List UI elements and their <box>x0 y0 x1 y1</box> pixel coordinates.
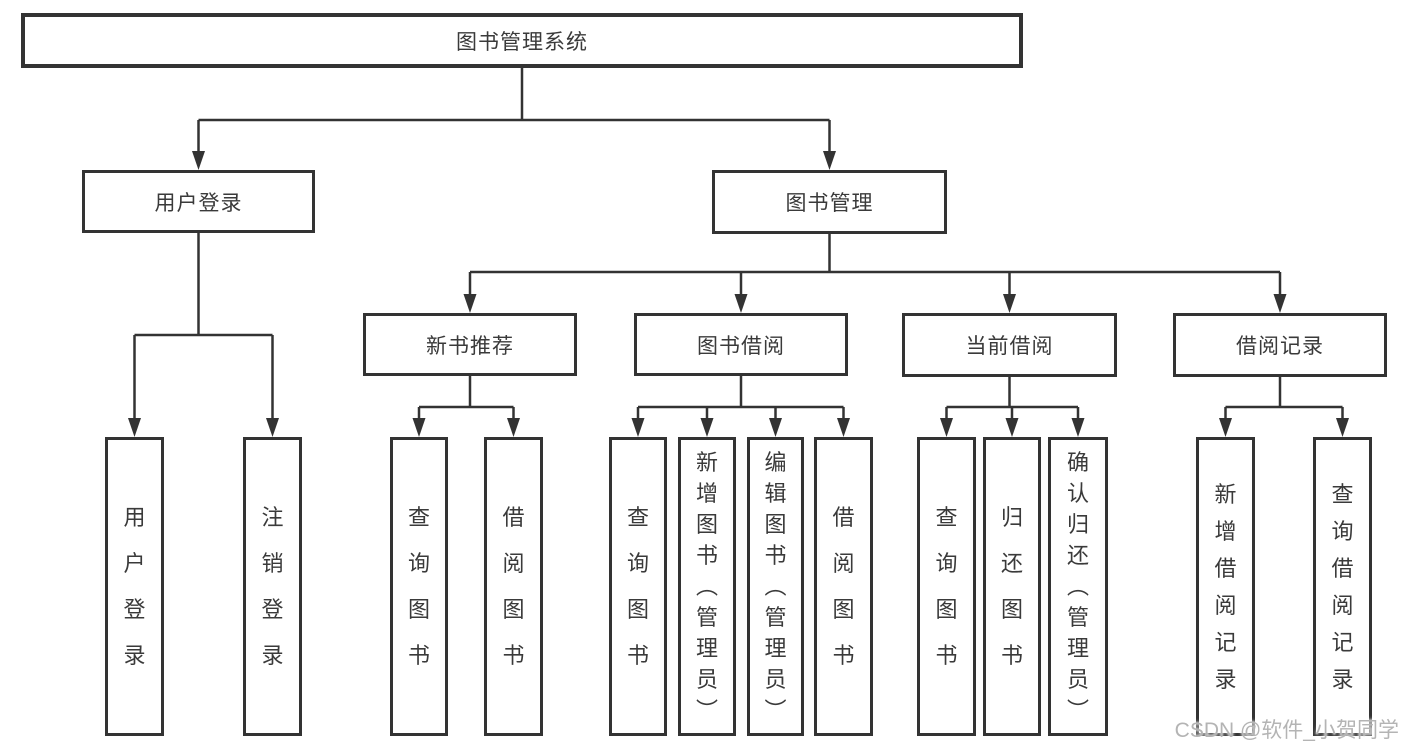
node-current-borrow: 当前借阅 <box>902 313 1117 377</box>
leaf-box: 注销登录 <box>243 437 302 736</box>
node-book-borrow: 图书借阅 <box>634 313 848 376</box>
node-new-book-recommend: 新书推荐 <box>363 313 577 376</box>
leaf-box: 新增图书︵管理员︶ <box>678 437 736 736</box>
node-borrow-records: 借阅记录 <box>1173 313 1387 377</box>
leaf-box: 查询图书 <box>917 437 976 736</box>
node-book-management: 图书管理 <box>712 170 947 234</box>
leaf-box: 确认归还︵管理员︶ <box>1048 437 1108 736</box>
leaf-box: 借阅图书 <box>484 437 543 736</box>
node-user-login: 用户登录 <box>82 170 315 233</box>
leaf-box: 归还图书 <box>983 437 1041 736</box>
leaf-box: 借阅图书 <box>814 437 873 736</box>
leaf-box: 查询图书 <box>390 437 448 736</box>
leaf-box: 查询图书 <box>609 437 667 736</box>
leaf-box: 编辑图书︵管理员︶ <box>747 437 804 736</box>
watermark: CSDN @软件_小贺同学 <box>1174 719 1399 742</box>
leaf-box: 用户登录 <box>105 437 164 736</box>
node-root: 图书管理系统 <box>21 13 1023 68</box>
leaf-box: 新增借阅记录 <box>1196 437 1255 736</box>
leaf-box: 查询借阅记录 <box>1313 437 1372 736</box>
